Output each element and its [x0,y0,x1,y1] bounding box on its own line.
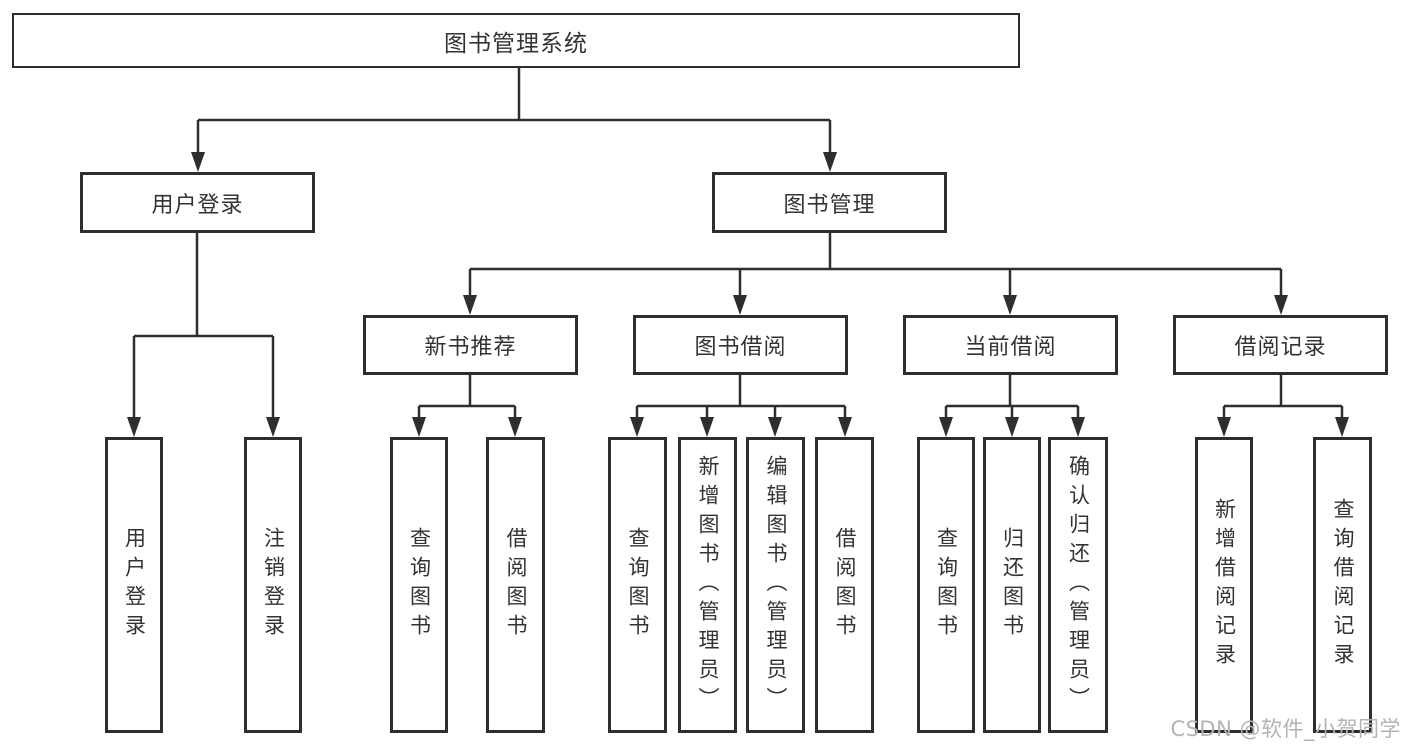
leaf-current-return-books: 归还图书 [983,437,1041,733]
leaf-user-login: 用户登录 [105,437,163,733]
leaf-borrow-add-books-admin-label: 新增图书（管理员） [696,454,720,716]
leaf-current-query-books: 查询图书 [917,437,975,733]
leaf-borrow-query-books: 查询图书 [608,437,667,733]
node-current-borrowing: 当前借阅 [903,315,1118,375]
leaf-current-return-books-label: 归还图书 [1000,527,1025,643]
connector-path [132,68,1344,421]
leaf-newbook-query-books: 查询图书 [390,437,448,733]
leaf-user-login-label: 用户登录 [122,527,147,643]
node-book-management: 图书管理 [712,172,947,233]
leaf-current-confirm-return-admin: 确认归还（管理员） [1048,437,1108,733]
leaf-records-query-record-label: 查询借阅记录 [1331,498,1355,672]
leaf-newbook-borrow-books: 借阅图书 [486,437,545,733]
leaf-records-add-record: 新增借阅记录 [1195,437,1253,733]
node-book-borrowing: 图书借阅 [633,315,848,375]
leaf-borrow-edit-books-admin-label: 编辑图书（管理员） [764,454,788,716]
leaf-newbook-query-books-label: 查询图书 [407,527,432,643]
node-root: 图书管理系统 [12,13,1020,68]
leaf-records-query-record: 查询借阅记录 [1313,437,1372,733]
leaf-borrow-query-books-label: 查询图书 [626,527,650,643]
leaf-borrow-borrow-books: 借阅图书 [815,437,874,733]
leaf-borrow-add-books-admin: 新增图书（管理员） [678,437,737,733]
leaf-borrow-borrow-books-label: 借阅图书 [833,527,857,643]
leaf-borrow-edit-books-admin: 编辑图书（管理员） [746,437,805,733]
leaf-logout-label: 注销登录 [261,527,286,643]
node-user-login: 用户登录 [80,172,315,233]
leaf-current-query-books-label: 查询图书 [934,527,959,643]
csdn-watermark: CSDN @软件_小贺同学 [1170,717,1401,741]
node-borrowing-records: 借阅记录 [1173,315,1388,375]
leaf-newbook-borrow-books-label: 借阅图书 [504,527,528,643]
leaf-current-confirm-return-admin-label: 确认归还（管理员） [1066,454,1091,716]
node-new-book-recommend: 新书推荐 [363,315,578,375]
leaf-logout: 注销登录 [244,437,302,733]
leaf-records-add-record-label: 新增借阅记录 [1212,498,1237,672]
